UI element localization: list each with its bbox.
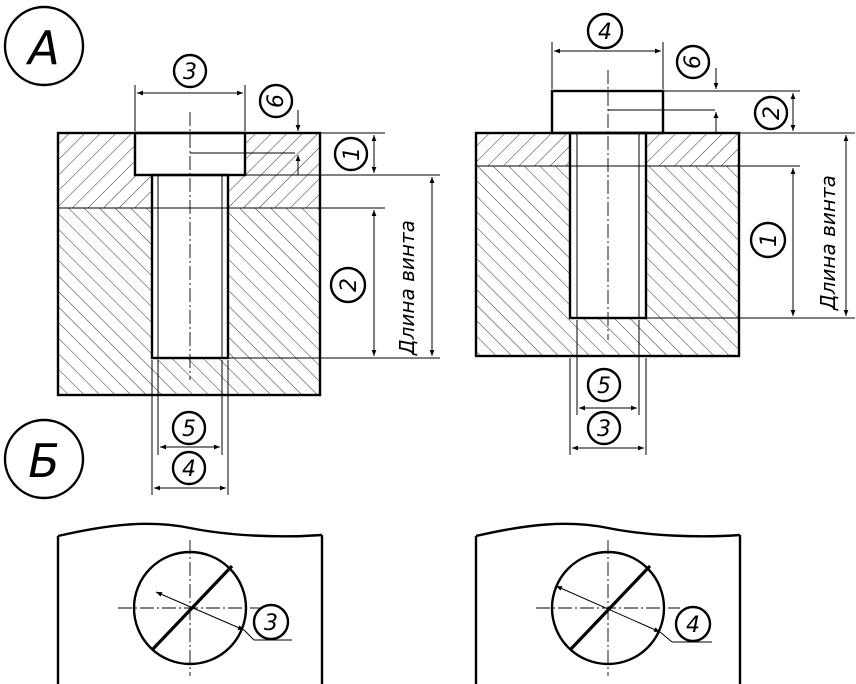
left-callout-6: 6 [258,83,294,119]
label-a: А [3,5,85,87]
right-callout-2: 2 [753,95,789,131]
bottom-right-callout-4: 4 [674,605,712,643]
right-screw-length-text: Длина винта [816,175,840,311]
callout-text: 4 [182,457,196,482]
bottom-right-top-view [474,522,742,684]
right-callout-6: 6 [675,44,711,80]
callout-text: 3 [597,417,611,442]
callout-text: 6 [681,55,706,69]
callout-text: 5 [597,374,611,399]
callout-text: 6 [264,94,289,108]
right-callout-5: 5 [586,367,622,403]
label-b: Б [3,418,85,500]
bottom-left-top-view [56,522,324,684]
label-a-text: А [25,21,59,75]
callout-text: 2 [760,106,785,120]
left-callout-3: 3 [172,53,208,89]
right-callout-3: 3 [586,410,622,446]
callout-text: 3 [264,611,278,636]
callout-text: 1 [340,147,365,161]
callout-text: 4 [598,20,612,45]
left-dimensions: Длина винта [134,85,440,495]
label-b-text: Б [28,434,60,488]
right-section-view [474,70,741,358]
right-callout-1: 1 [749,221,787,259]
callout-text: 4 [686,613,700,638]
left-callout-5: 5 [171,410,207,446]
left-callout-4: 4 [171,450,207,486]
bottom-left-callout-3: 3 [252,603,290,641]
left-callout-1: 1 [333,136,369,172]
left-screw-length-text: Длина винта [395,220,419,356]
callout-text: 5 [182,417,196,442]
callout-text: 3 [183,60,197,85]
left-callout-2: 2 [329,266,367,304]
callout-text: 2 [337,278,362,292]
left-section-view [56,112,322,397]
right-callout-4: 4 [586,12,624,50]
right-dimensions: Длина винта [551,42,855,455]
callout-text: 1 [757,233,782,247]
